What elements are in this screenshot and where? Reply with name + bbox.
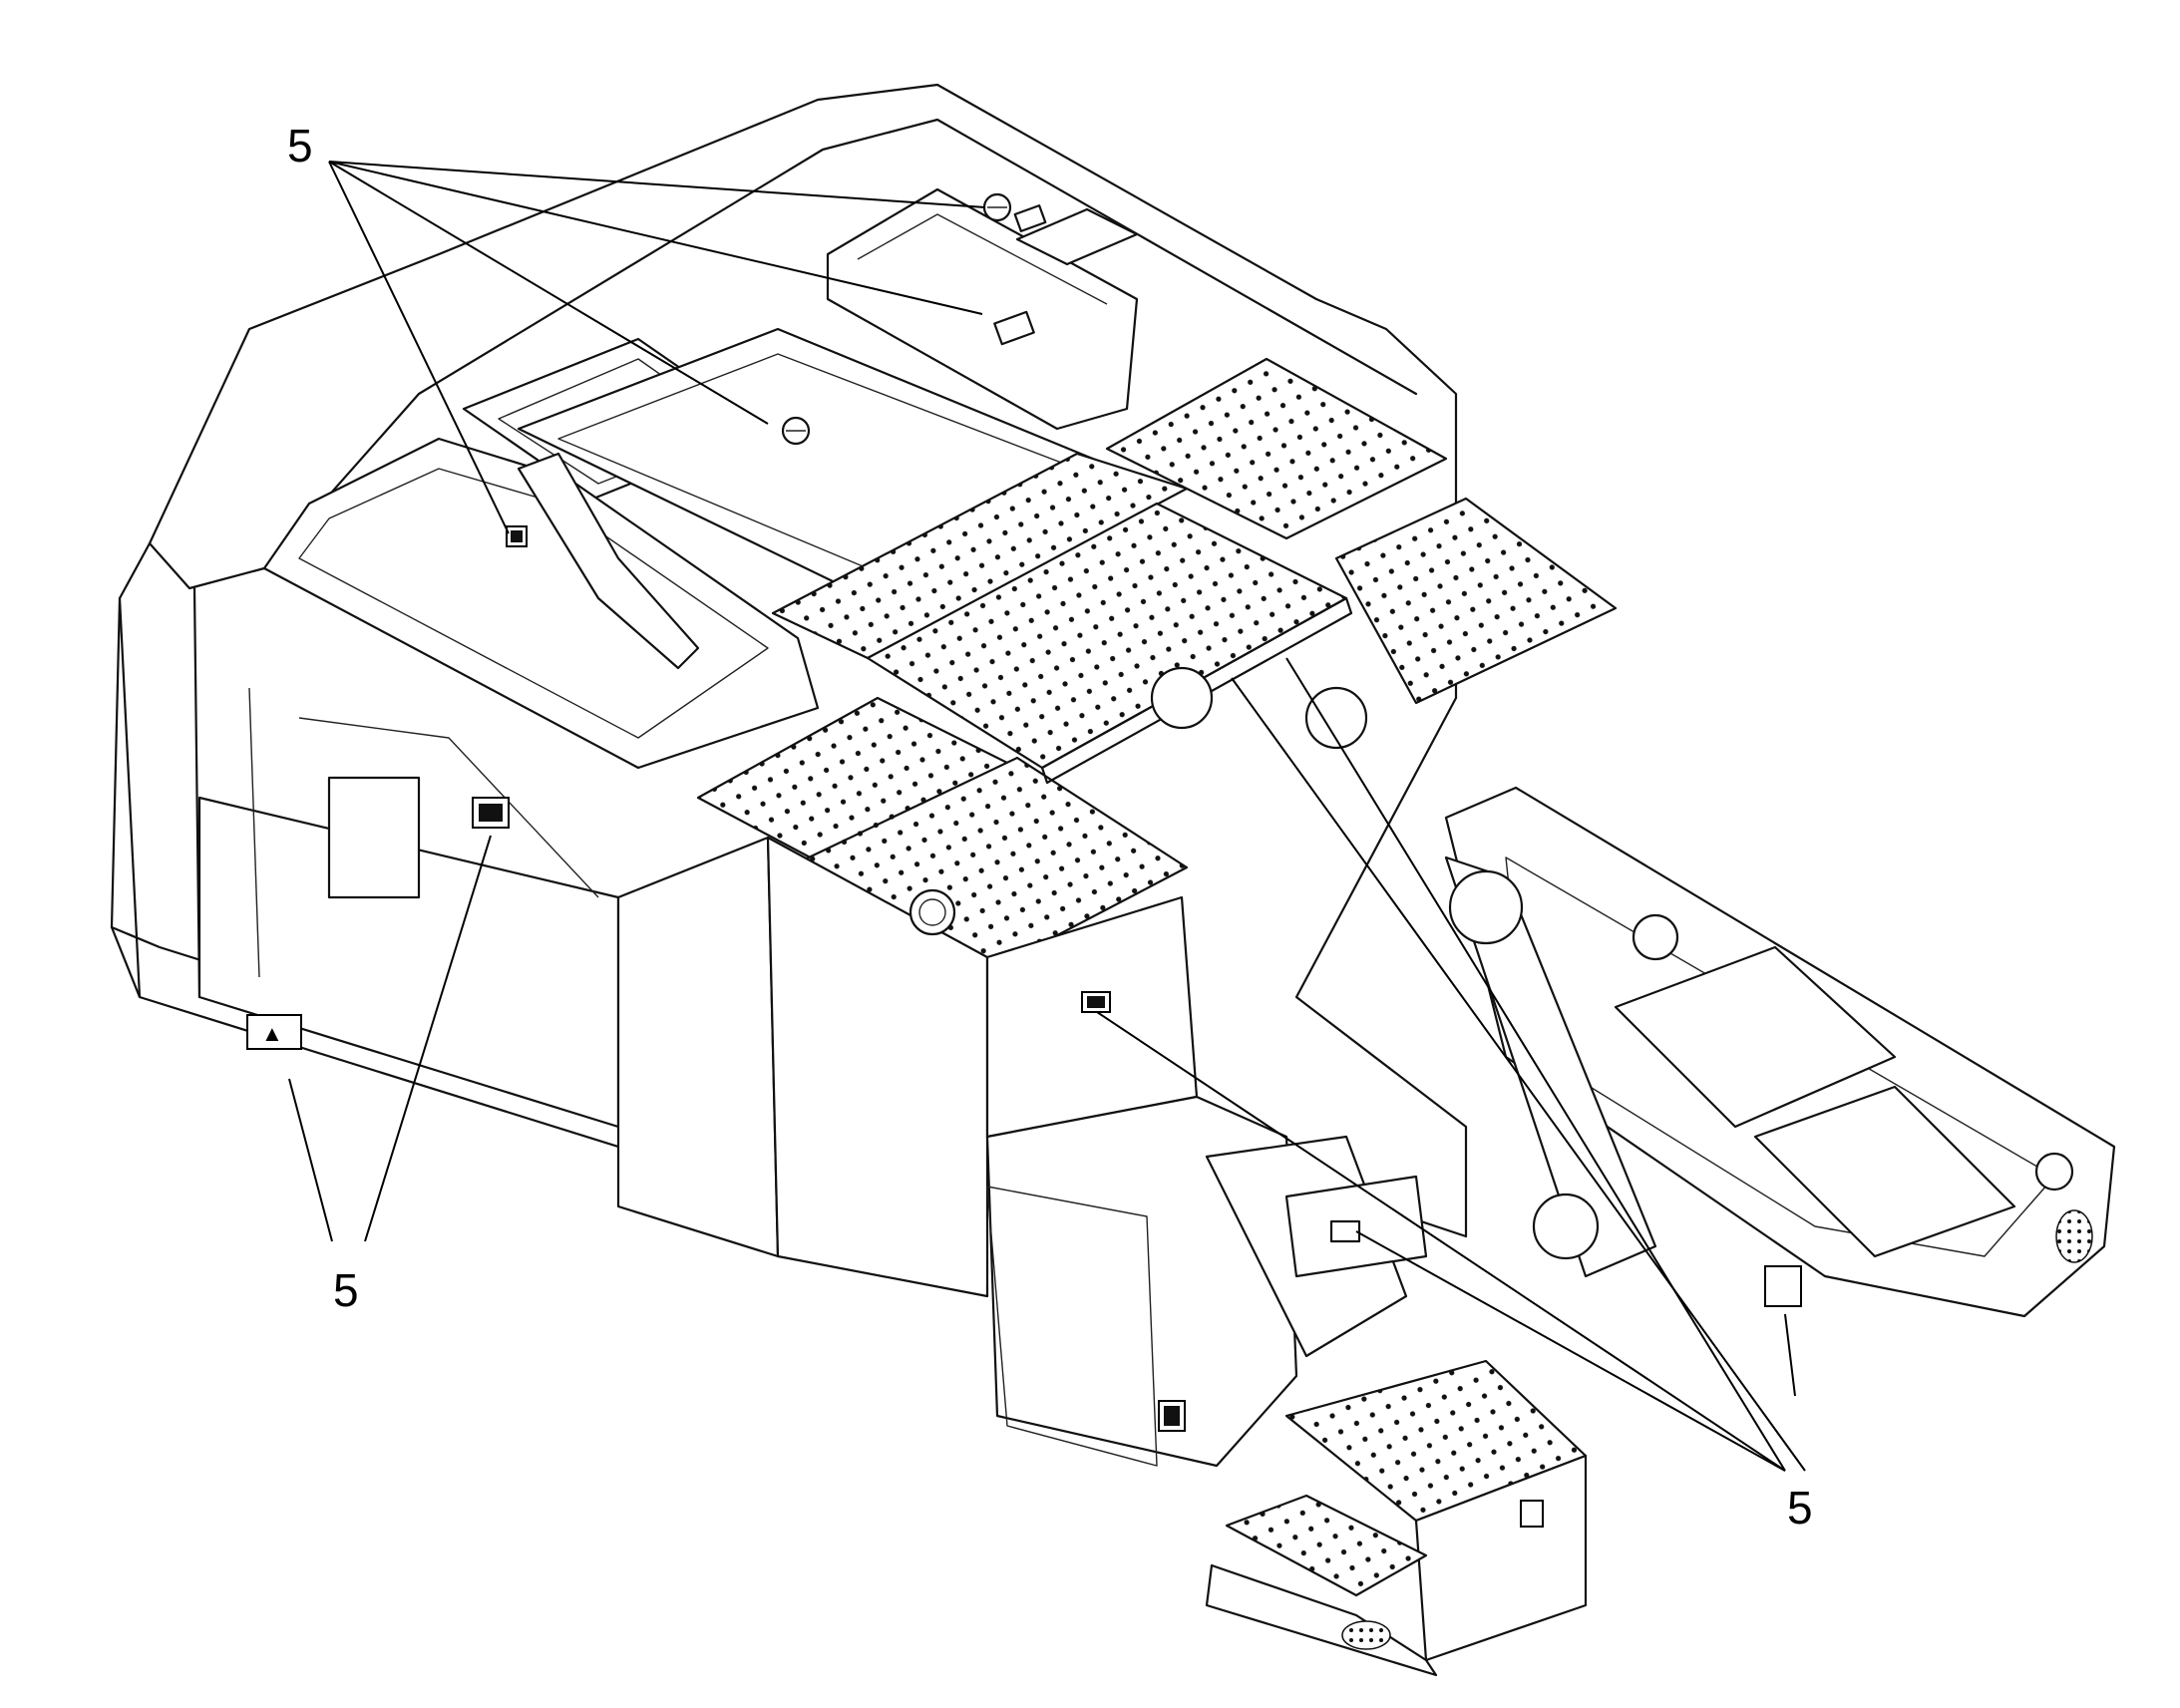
callout-bottom-center: 5 [1787, 1482, 1813, 1534]
walkway-panels [696, 357, 1618, 979]
callout-labels: 5 5 5 5 [287, 120, 1813, 1534]
front-step-box [1205, 1359, 1588, 1677]
right-chassis-frame [1150, 666, 2116, 1318]
callout-left: 5 [333, 1264, 359, 1316]
left-air-intake [262, 437, 820, 770]
central-tank-block [616, 836, 1199, 1298]
svg-text:▲: ▲ [261, 1021, 283, 1046]
left-body-side: ▲ [197, 687, 620, 1129]
callout-leaders [288, 161, 1806, 1472]
front-housing [985, 1095, 1428, 1468]
callout-top: 5 [287, 120, 313, 171]
roof-rear-block [826, 187, 1139, 431]
